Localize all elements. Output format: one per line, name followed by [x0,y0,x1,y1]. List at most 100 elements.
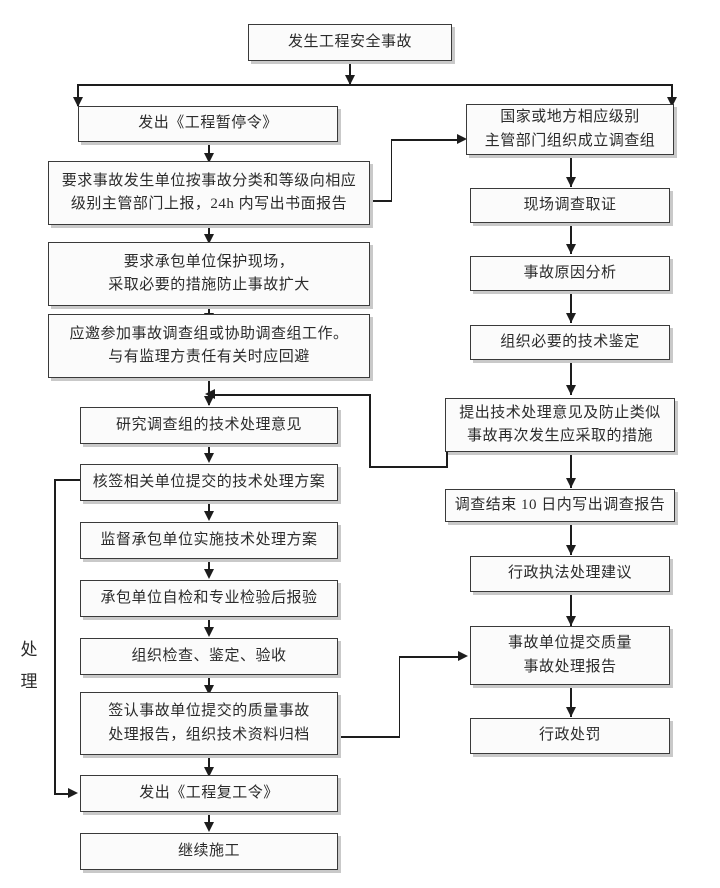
connector-submit-to-penalty [570,685,572,717]
node-propose-measures-label: 提出技术处理意见及防止类似 事故再次发生应采取的措施 [459,404,661,444]
connector-loopback-top [54,479,80,481]
arrow-check-to-sign [203,685,214,695]
arrow-submit-to-penalty [565,707,576,717]
node-self-inspection-label: 承包单位自检和专业检验后报验 [100,589,318,606]
node-join-investigation[interactable]: 应邀参加事故调查组或协助调查组工作。 与有监理方责任有关时应回避 [48,314,370,378]
node-protect-site[interactable]: 要求承包单位保护现场， 采取必要的措施防止事故扩大 [48,242,370,306]
node-join-investigation-label: 应邀参加事故调查组或协助调查组工作。 与有监理方责任有关时应回避 [69,325,349,365]
node-suspend-order[interactable]: 发出《工程暂停令》 [78,106,338,142]
node-enforcement-advice-label: 行政执法处理建议 [507,565,632,582]
arrow-study-to-countersign [203,453,214,463]
node-site-evidence-label: 现场调查取证 [523,196,617,213]
arrow-bus-left [72,97,83,107]
node-resume-order-label: 发出《工程复工令》 [139,784,279,801]
arrow-start-down [344,75,355,85]
node-protect-site-label: 要求承包单位保护现场， 采取必要的措施防止事故扩大 [108,253,310,293]
side-label-processing: 处 理 [16,634,42,699]
connector-sign-to-submit-a [338,736,400,738]
connector-protect-to-join [208,305,210,319]
node-sign-report-label: 签认事故单位提交的质量事故 处理报告，组织技术资料归档 [108,703,310,743]
arrow-advice-to-submit [565,616,576,626]
connector-propose-to-study-a [446,452,448,468]
connector-start-down [349,60,351,84]
node-penalty-label: 行政处罚 [538,727,601,744]
node-propose-measures[interactable]: 提出技术处理意见及防止类似 事故再次发生应采取的措施 [445,398,675,452]
node-continue-construction[interactable]: 继续施工 [80,833,338,870]
node-study-opinion-label: 研究调查组的技术处理意见 [115,416,302,433]
connector-group-to-evidence [570,155,572,187]
connector-study-to-countersign [208,443,210,461]
node-cause-analysis[interactable]: 事故原因分析 [470,256,670,291]
node-suspend-order-label: 发出《工程暂停令》 [138,115,278,132]
connector-bus-left-drop [77,84,79,106]
node-submit-quality-report[interactable]: 事故单位提交质量 事故处理报告 [470,626,670,685]
arrow-supervise-to-selfinspect [203,569,214,579]
arrow-group-to-evidence [565,177,576,187]
node-self-inspection[interactable]: 承包单位自检和专业检验后报验 [80,580,338,617]
node-supervise-plan-label: 监督承包单位实施技术处理方案 [100,531,318,548]
connector-resume-to-continue [208,812,210,830]
connector-sign-to-submit-c [398,656,462,658]
node-resume-order[interactable]: 发出《工程复工令》 [80,775,338,812]
node-organize-check-label: 组织检查、鉴定、验收 [131,647,287,664]
arrow-appraisal-to-propose [565,385,576,395]
arrow-countersign-to-supervise [203,511,214,521]
node-start[interactable]: 发生工程安全事故 [248,24,452,61]
arrow-cause-to-appraisal [565,313,576,323]
node-form-group[interactable]: 国家或地方相应级别 主管部门组织成立调查组 [466,104,674,155]
node-site-evidence[interactable]: 现场调查取证 [470,188,670,223]
connector-advice-to-submit [570,592,572,626]
node-countersign-plan[interactable]: 核签相关单位提交的技术处理方案 [80,464,338,501]
node-countersign-plan-label: 核签相关单位提交的技术处理方案 [92,473,326,490]
arrow-loopback-to-resume [68,788,78,798]
connector-selfinspect-to-check [208,617,210,635]
node-tech-appraisal[interactable]: 组织必要的技术鉴定 [470,325,670,360]
arrow-suspend-to-report [203,153,214,163]
connector-bus-right-drop [671,84,673,106]
arrow-invreport-to-advice [565,545,576,555]
connector-loopback-bottom [54,793,74,795]
arrow-join-to-study [203,396,214,406]
node-enforcement-advice[interactable]: 行政执法处理建议 [470,556,670,592]
node-start-label: 发生工程安全事故 [287,33,412,50]
arrow-propose-to-study [205,389,215,399]
connector-supervise-to-selfinspect [208,559,210,577]
connector-loopback-vert [54,479,56,794]
arrow-resume-to-continue [203,822,214,832]
connector-report-to-protect [208,224,210,242]
connector-suspend-to-report [208,141,210,161]
connector-invreport-to-advice [570,521,572,555]
connector-sign-to-submit-b [398,656,401,737]
side-label-char-2: 理 [20,672,38,692]
node-supervise-plan[interactable]: 监督承包单位实施技术处理方案 [80,522,338,559]
connector-propose-to-invreport [570,452,572,488]
connector-propose-to-study-c [369,394,371,468]
connector-bus-top [77,84,672,86]
connector-report-to-group-a [370,200,392,202]
node-submit-quality-report-label: 事故单位提交质量 事故处理报告 [507,635,632,675]
node-investigation-report[interactable]: 调查结束 10 日内写出调查报告 [445,489,675,522]
arrow-sign-to-submit [458,651,468,661]
arrow-propose-to-invreport [565,478,576,488]
connector-evidence-to-cause [570,222,572,254]
connector-appraisal-to-propose [570,360,572,395]
node-cause-analysis-label: 事故原因分析 [523,264,617,281]
node-penalty[interactable]: 行政处罚 [470,718,670,754]
connector-propose-to-study-b [369,466,448,468]
node-report-24h-label: 要求事故发生单位按事故分类和等级向相应 级别主管部门上报，24h 内写出书面报告 [61,172,357,212]
node-organize-check[interactable]: 组织检查、鉴定、验收 [80,638,338,675]
connector-cause-to-appraisal [570,291,572,323]
node-investigation-report-label: 调查结束 10 日内写出调查报告 [454,496,666,513]
node-sign-report[interactable]: 签认事故单位提交的质量事故 处理报告，组织技术资料归档 [80,692,338,755]
connector-propose-to-study-d [213,394,371,396]
node-study-opinion[interactable]: 研究调查组的技术处理意见 [80,407,338,444]
connector-check-to-sign [208,675,210,693]
connector-report-to-group-c [390,139,461,141]
node-tech-appraisal-label: 组织必要的技术鉴定 [500,333,640,350]
connector-report-to-group-b [390,139,393,201]
arrow-bus-right [666,97,677,107]
arrow-sign-to-resume [203,767,214,777]
arrow-report-to-protect [203,234,214,244]
node-report-24h[interactable]: 要求事故发生单位按事故分类和等级向相应 级别主管部门上报，24h 内写出书面报告 [48,161,370,225]
